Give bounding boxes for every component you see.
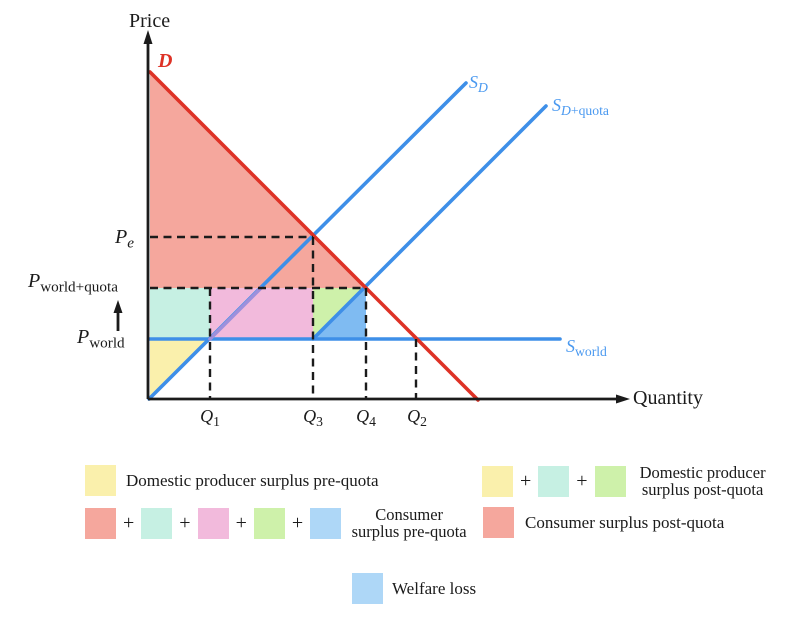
legend-welfare-loss: Welfare loss xyxy=(352,573,476,604)
q4-label: Q4 xyxy=(356,406,376,430)
domestic-supply-curve-over-pink-segment xyxy=(208,286,263,341)
supply-plus-quota-label: SD+quota xyxy=(552,95,609,119)
domestic-supply-label: SD xyxy=(469,72,488,96)
legend-label: Consumer surplus pre-quota xyxy=(351,505,467,542)
y-axis-title: Price xyxy=(129,10,171,32)
legend-consumer-surplus-post-quota: Consumer surplus post-quota xyxy=(483,507,724,538)
plus-sign: + xyxy=(291,511,304,534)
legend-label: Domestic producer surplus post-quota xyxy=(639,463,766,500)
legend-label: Consumer surplus post-quota xyxy=(525,512,725,532)
plus-sign: + xyxy=(576,469,588,492)
pworld-quota-label: Pworld+quota xyxy=(28,270,118,296)
demand-curve xyxy=(148,70,480,402)
yellow-swatch xyxy=(482,465,513,497)
legend-label: Welfare loss xyxy=(392,578,477,598)
domestic-supply-curve xyxy=(147,81,468,401)
demand-curve-label: D xyxy=(158,50,173,72)
world-supply-label: Sworld xyxy=(566,336,607,360)
y-axis-arrowhead-icon xyxy=(143,30,153,44)
blue-swatch xyxy=(310,507,342,539)
red-swatch xyxy=(85,507,116,539)
green-swatch xyxy=(253,507,285,539)
legend-consumer-surplus-pre-quota: + + + + Consumer surplus pre-quota xyxy=(85,506,469,541)
green-swatch xyxy=(594,465,626,497)
x-axis-arrowhead-icon xyxy=(616,394,630,404)
legend-producer-surplus-post-quota: + + Domestic producer surplus post-quota xyxy=(482,464,770,499)
legend-label: Domestic producer surplus pre-quota xyxy=(126,470,379,490)
pworld-label: Pworld xyxy=(77,326,125,352)
legend-producer-surplus-pre-quota: Domestic producer surplus pre-quota xyxy=(85,465,379,496)
blue-swatch xyxy=(352,573,383,604)
yellow-swatch xyxy=(85,465,116,496)
q2-label: Q2 xyxy=(407,406,427,430)
teal-swatch xyxy=(141,507,173,539)
plus-sign: + xyxy=(235,511,247,534)
plus-sign: + xyxy=(179,511,191,534)
supply-plus-quota-curve xyxy=(311,104,548,341)
price-increase-arrowhead-icon xyxy=(113,300,123,313)
region-pink-quota-rent xyxy=(210,288,313,339)
q1-label: Q1 xyxy=(200,406,220,430)
pe-label: Pe xyxy=(115,226,134,252)
plus-sign: + xyxy=(123,511,135,534)
q3-label: Q3 xyxy=(303,406,323,430)
pink-swatch xyxy=(197,507,229,539)
plus-sign: + xyxy=(520,469,532,492)
x-axis-title: Quantity xyxy=(633,387,703,409)
teal-swatch xyxy=(538,465,570,497)
red-swatch xyxy=(483,507,514,538)
region-teal-surplus-transfer xyxy=(150,288,210,339)
